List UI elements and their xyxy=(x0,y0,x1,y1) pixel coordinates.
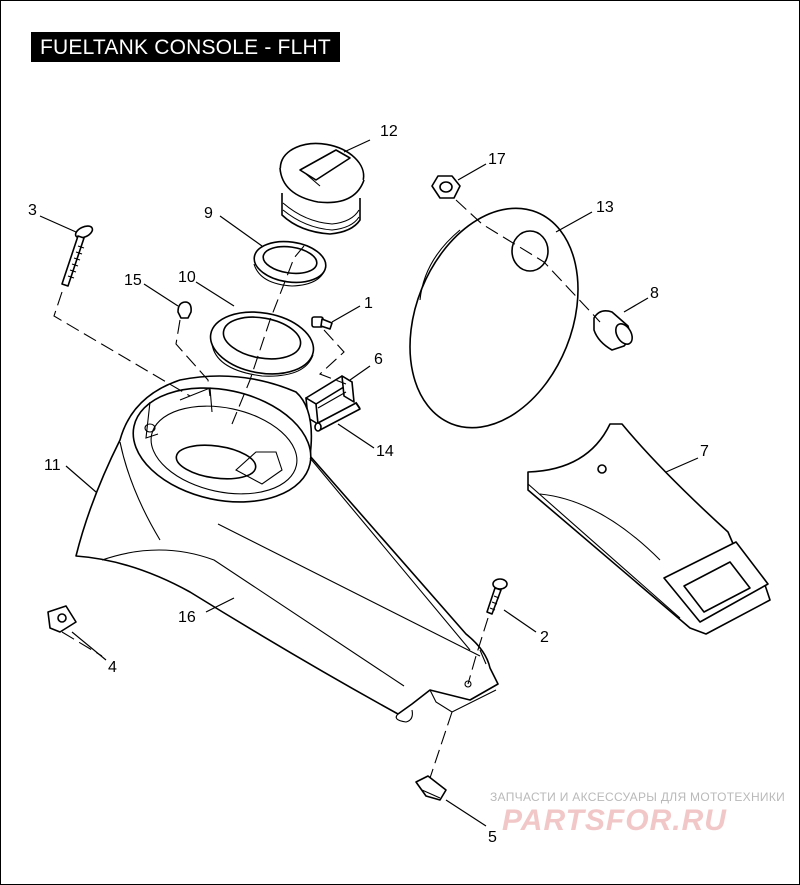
callout-labels: 12 9 10 15 1 3 6 14 17 13 8 7 11 16 2 4 … xyxy=(28,123,709,846)
part-17-nut[interactable] xyxy=(431,175,461,199)
watermark-subtitle: ЗАПЧАСТИ И АКСЕССУАРЫ ДЛЯ МОТОТЕХНИКИ xyxy=(490,790,786,804)
part-1-screw[interactable] xyxy=(311,316,333,330)
callout-15: 15 xyxy=(124,272,142,289)
callout-5: 5 xyxy=(488,829,497,846)
title-bar: FUELTANK CONSOLE - FLHT xyxy=(31,32,340,62)
callout-2: 2 xyxy=(540,629,549,646)
part-15-plug[interactable] xyxy=(177,301,192,319)
part-6-bracket[interactable] xyxy=(305,375,355,425)
callout-3: 3 xyxy=(28,202,37,219)
callout-11: 11 xyxy=(44,457,61,474)
callout-4: 4 xyxy=(108,659,117,676)
callout-6: 6 xyxy=(374,351,383,368)
part-14-pin[interactable] xyxy=(314,402,361,432)
assembly-lines xyxy=(53,199,601,779)
callout-9: 9 xyxy=(204,205,213,222)
part-4-clip[interactable] xyxy=(47,605,77,633)
diagram-title: FUELTANK CONSOLE - FLHT xyxy=(40,36,331,59)
callout-10: 10 xyxy=(178,269,196,286)
callout-12: 12 xyxy=(380,123,398,140)
part-13-console-panel[interactable] xyxy=(379,183,609,453)
part-8-grommet[interactable] xyxy=(593,310,636,351)
callout-13: 13 xyxy=(596,199,614,216)
callout-8: 8 xyxy=(650,285,659,302)
part-5-clip[interactable] xyxy=(415,775,447,801)
callout-1: 1 xyxy=(364,295,373,312)
callout-17: 17 xyxy=(488,151,506,168)
part-7-pad[interactable] xyxy=(527,423,771,635)
leader-lines xyxy=(39,139,699,827)
callout-7: 7 xyxy=(700,443,709,460)
part-12-fuel-cap[interactable] xyxy=(276,137,368,235)
callout-16: 16 xyxy=(178,609,196,626)
part-9-gasket[interactable] xyxy=(252,237,329,287)
part-11-console-body[interactable] xyxy=(75,372,499,723)
part-3-long-screw[interactable] xyxy=(61,224,94,287)
part-2-screw[interactable] xyxy=(486,578,508,615)
watermark-logo: PARTSFOR.RU xyxy=(502,804,727,837)
callout-14: 14 xyxy=(376,443,394,460)
